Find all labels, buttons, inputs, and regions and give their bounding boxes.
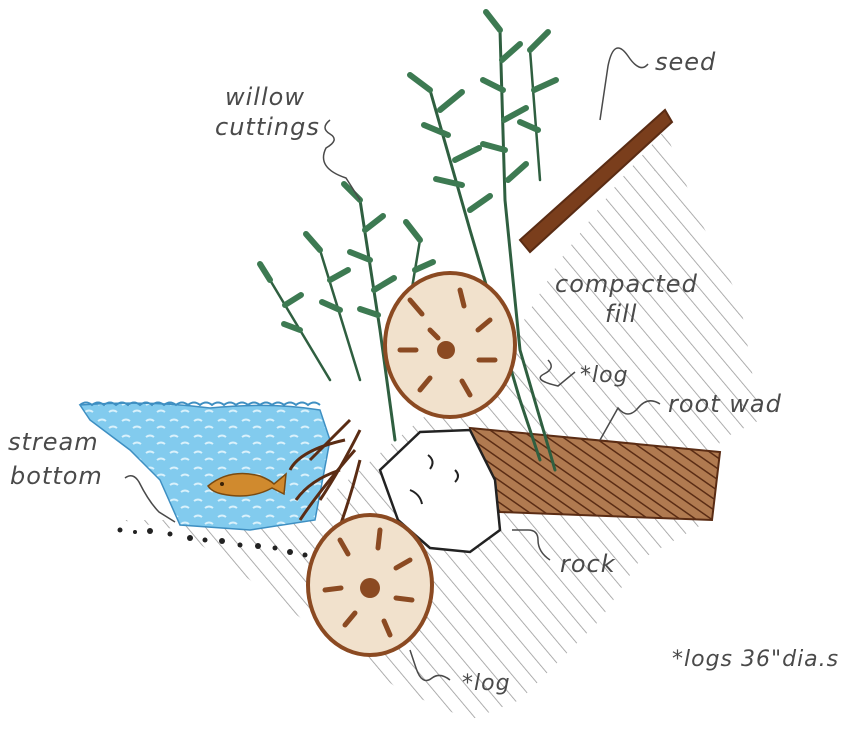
label-footnote: *logs 36"dia.s	[672, 647, 839, 672]
label-rock: rock	[560, 550, 616, 578]
label-root-wad: root wad	[668, 390, 782, 418]
leader-willow	[324, 120, 361, 200]
leader-seed	[600, 48, 648, 120]
label-log-lower: *log	[462, 671, 511, 696]
label-log-upper: *log	[580, 363, 629, 388]
label-compacted-line2: fill	[605, 300, 637, 328]
label-stream-line1: stream	[8, 428, 99, 456]
label-willow-line1: willow	[225, 83, 305, 111]
lower-log	[308, 515, 432, 655]
label-seed: seed	[655, 48, 716, 76]
upper-log	[385, 273, 515, 417]
label-willow-line2: cuttings	[215, 113, 320, 141]
label-compacted-line1: compacted	[555, 270, 698, 298]
label-stream-line2: bottom	[10, 462, 103, 490]
